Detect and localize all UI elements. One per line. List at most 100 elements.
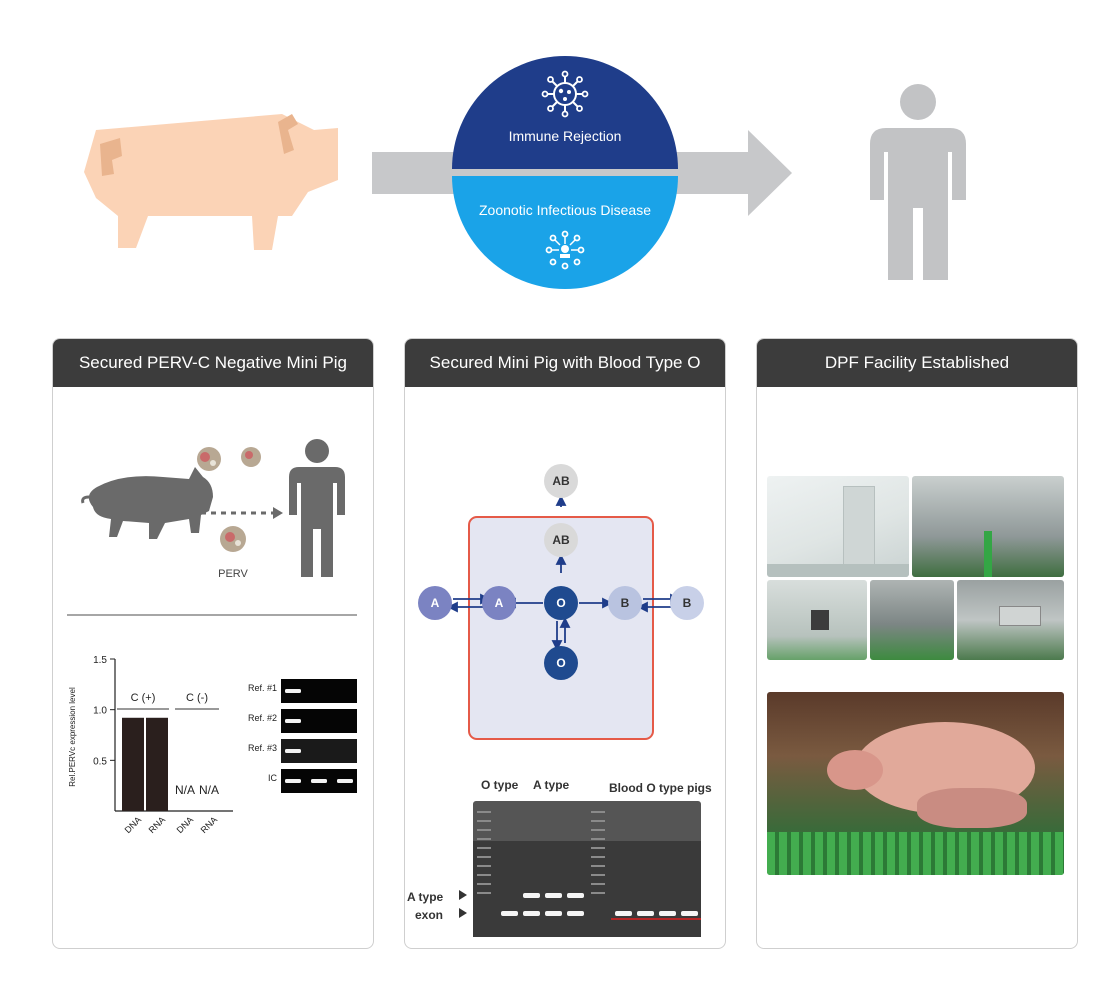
bar-1 — [146, 717, 168, 811]
ladder-band — [591, 865, 605, 867]
y-tick-label: 1.0 — [93, 706, 107, 717]
node-a-inner — [482, 586, 516, 620]
gel-side-label-exon: exon — [415, 908, 443, 922]
node-b-outer — [670, 586, 704, 620]
ladder-band — [591, 892, 605, 894]
node-ab-outer-label: AB — [552, 474, 570, 488]
node-ab-outer — [544, 464, 578, 498]
blood-gel-band — [545, 911, 562, 916]
gel-row-label: Ref. #2 — [248, 713, 277, 723]
virus-icon — [541, 70, 589, 118]
ladder-band — [591, 838, 605, 840]
blood-gel-band — [501, 911, 518, 916]
x-tick-label: DNA — [175, 815, 196, 836]
gel-band — [285, 689, 301, 693]
node-o-bottom — [544, 646, 578, 680]
gel-header-pigs: Blood O type pigs — [609, 781, 712, 795]
blood-gel-band — [681, 911, 698, 916]
bar-0 — [122, 717, 144, 811]
blood-gel-band — [637, 911, 654, 916]
gel-band — [285, 719, 301, 723]
node-o-center-label: O — [556, 596, 565, 610]
blood-gel-band — [545, 893, 562, 898]
ladder-band — [477, 856, 491, 858]
gel-row-label: Ref. #1 — [248, 683, 277, 693]
perv-gel-image: Ref. #1 Ref. #2 Ref. #3 IC — [248, 679, 357, 793]
facility-photo-corridor — [767, 476, 909, 577]
ladder-band — [591, 874, 605, 876]
panel-perv-title: Secured PERV-C Negative Mini Pig — [53, 339, 373, 387]
ladder-band — [591, 811, 605, 813]
x-tick-label: RNA — [147, 815, 168, 836]
panel-dpf-title: DPF Facility Established — [757, 339, 1077, 387]
panel-blood-title: Secured Mini Pig with Blood Type O — [405, 339, 725, 387]
ladder-band — [591, 847, 605, 849]
node-b-inner-label: B — [621, 596, 630, 610]
blood-gel-band — [523, 911, 540, 916]
gel-band — [337, 779, 353, 783]
person-gray-icon — [289, 439, 345, 577]
blood-gel-band — [659, 911, 676, 916]
gel-side-label-a-type: A type — [407, 890, 444, 904]
immune-rejection-badge: Immune Rejection — [452, 56, 678, 169]
gel-header-o-type: O type — [481, 778, 519, 792]
zoonotic-disease-badge: Zoonotic Infectious Disease — [452, 176, 678, 289]
na-label: N/A — [175, 783, 195, 797]
ladder-band — [591, 829, 605, 831]
sow-with-piglets-photo — [767, 692, 1064, 875]
ladder-band — [477, 820, 491, 822]
gel-row-label: Ref. #3 — [248, 743, 277, 753]
pig-gray-icon — [81, 467, 213, 539]
ladder-band — [477, 892, 491, 894]
blood-gel-band — [567, 911, 584, 916]
ladder-band — [591, 856, 605, 858]
blood-gel-band — [615, 911, 632, 916]
perv-virus-particle-icon — [197, 447, 261, 552]
ladder-band — [477, 829, 491, 831]
panel-perv-negative: Secured PERV-C Negative Mini Pig PERV 0.… — [52, 338, 374, 949]
blood-type-diagram: AB AB A A O O B B O type A type Blood O … — [407, 464, 712, 937]
group-label-c-pos: C (+) — [131, 692, 156, 704]
node-b-outer-label: B — [683, 596, 692, 610]
facility-photo-room — [767, 580, 867, 660]
gel-row-label: IC — [268, 773, 278, 783]
ladder-band — [477, 847, 491, 849]
human-figure — [866, 82, 970, 282]
pig-illustration — [82, 108, 344, 258]
panel-blood-type-o: Secured Mini Pig with Blood Type O AB AB… — [404, 338, 726, 949]
gel-band — [311, 779, 327, 783]
blood-gel-band — [523, 893, 540, 898]
ladder-band — [477, 883, 491, 885]
y-tick-label: 1.5 — [93, 655, 107, 666]
node-o-bottom-label: O — [556, 656, 565, 670]
gel-band — [285, 749, 301, 753]
gel-band — [285, 779, 301, 783]
ladder-band — [477, 811, 491, 813]
node-o-center — [544, 586, 578, 620]
node-a-outer-label: A — [431, 596, 440, 610]
node-b-inner — [608, 586, 642, 620]
x-tick-label: DNA — [123, 815, 144, 836]
pig-silhouette-icon — [84, 114, 338, 250]
ladder-band — [477, 874, 491, 876]
person-icon — [870, 84, 966, 280]
y-axis-label: Rel.PERVc expression level — [68, 687, 77, 787]
ladder-band — [591, 883, 605, 885]
zoonotic-disease-label: Zoonotic Infectious Disease — [479, 202, 651, 218]
compatibility-box — [468, 516, 654, 740]
x-tick-label: RNA — [199, 815, 220, 836]
ladder-band — [477, 865, 491, 867]
na-label: N/A — [199, 783, 219, 797]
y-tick-label: 0.5 — [93, 756, 107, 767]
ladder-band — [591, 820, 605, 822]
facility-photo-aisle — [870, 580, 954, 660]
facility-photo-equipment — [957, 580, 1064, 660]
node-a-inner-label: A — [495, 596, 504, 610]
transfer-arrow-head — [748, 130, 792, 216]
panel-dpf-facility: DPF Facility Established — [756, 338, 1078, 949]
network-virus-icon — [545, 230, 585, 270]
blood-gel-band — [567, 893, 584, 898]
node-ab-inner — [544, 523, 578, 557]
